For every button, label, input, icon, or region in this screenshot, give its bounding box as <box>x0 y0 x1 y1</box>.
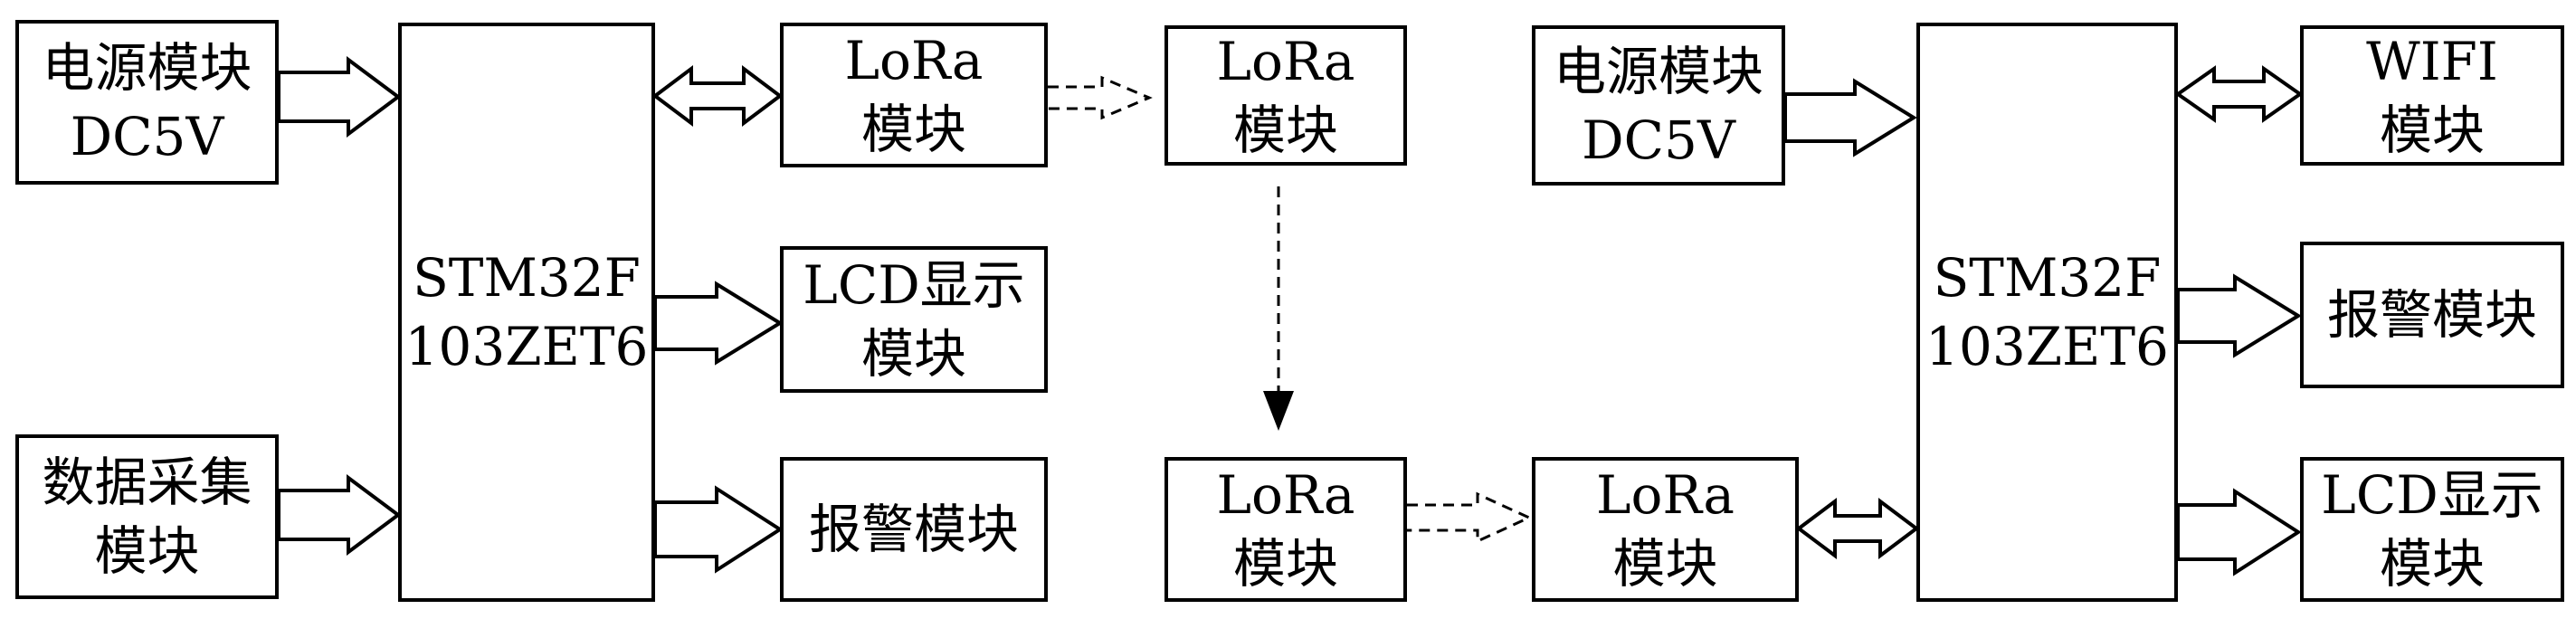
relay-lora-bottom: LoRa 模块 <box>1164 457 1407 602</box>
mcu-left-line2: 103ZET6 <box>404 316 649 377</box>
relay-lora-top-line1: LoRa <box>1216 30 1355 92</box>
mcu-right: STM32F 103ZET6 <box>1916 23 2178 602</box>
arrow-lora-mcu-right <box>1795 498 1920 559</box>
mcu-right-line1: STM32F <box>1933 247 2162 309</box>
arrow-mcu-to-lcd-left <box>653 281 784 366</box>
relay-lora-bottom-line1: LoRa <box>1216 464 1355 526</box>
power-module-right-line2: DC5V <box>1582 109 1735 171</box>
lora-module-left: LoRa 模块 <box>780 23 1048 167</box>
alarm-module-right-line1: 报警模块 <box>2326 284 2537 346</box>
arrow-data-to-mcu-left <box>277 474 402 556</box>
power-module-right: 电源模块 DC5V <box>1532 25 1785 186</box>
lcd-module-left-line1: LCD显示 <box>803 254 1025 316</box>
relay-lora-bottom-line2: 模块 <box>1232 533 1338 595</box>
lora-module-right-line1: LoRa <box>1595 464 1735 526</box>
power-module-right-line1: 电源模块 <box>1553 40 1763 102</box>
lcd-module-left: LCD显示 模块 <box>780 246 1048 393</box>
dashed-arrow-lora-to-relay-top <box>1048 75 1153 120</box>
mcu-left-line1: STM32F <box>413 247 641 309</box>
lora-module-left-line2: 模块 <box>860 99 966 160</box>
lcd-module-right: LCD显示 模块 <box>2300 457 2564 602</box>
arrow-power-to-mcu-right <box>1783 78 1917 157</box>
data-acquisition-module: 数据采集 模块 <box>15 434 279 599</box>
relay-lora-top: LoRa 模块 <box>1164 25 1407 166</box>
power-module-left-line2: DC5V <box>70 106 224 167</box>
data-acquisition-line1: 数据采集 <box>42 452 252 513</box>
wifi-module-right-line2: 模块 <box>2379 99 2485 161</box>
mcu-left: STM32F 103ZET6 <box>398 23 655 602</box>
lora-module-right: LoRa 模块 <box>1532 457 1799 602</box>
alarm-module-left-line1: 报警模块 <box>808 499 1019 560</box>
power-module-left: 电源模块 DC5V <box>15 20 279 185</box>
dashed-arrow-relay-bottom-to-lora <box>1407 491 1533 544</box>
wifi-module-right-line1: WIFI <box>2366 30 2498 92</box>
arrow-mcu-lora-left <box>651 65 784 127</box>
arrow-mcu-to-lcd-right <box>2176 488 2302 576</box>
alarm-module-right: 报警模块 <box>2300 242 2564 388</box>
data-acquisition-line2: 模块 <box>94 520 200 582</box>
arrow-mcu-to-alarm-left <box>653 485 784 574</box>
arrow-mcu-wifi-right <box>2174 65 2304 123</box>
arrow-mcu-to-alarm-right <box>2176 273 2302 358</box>
lcd-module-right-line1: LCD显示 <box>2321 464 2543 526</box>
lora-module-right-line2: 模块 <box>1612 533 1718 595</box>
relay-lora-top-line2: 模块 <box>1232 99 1338 161</box>
mcu-right-line2: 103ZET6 <box>1925 316 2169 377</box>
lora-module-left-line1: LoRa <box>844 30 984 91</box>
alarm-module-left: 报警模块 <box>780 457 1048 602</box>
wifi-module-right: WIFI 模块 <box>2300 25 2564 166</box>
power-module-left-line1: 电源模块 <box>42 37 252 99</box>
lcd-module-right-line2: 模块 <box>2379 533 2485 595</box>
arrowhead-relay-vertical <box>1263 391 1294 431</box>
lcd-module-left-line2: 模块 <box>860 323 966 385</box>
arrow-power-to-mcu-left <box>277 56 402 138</box>
